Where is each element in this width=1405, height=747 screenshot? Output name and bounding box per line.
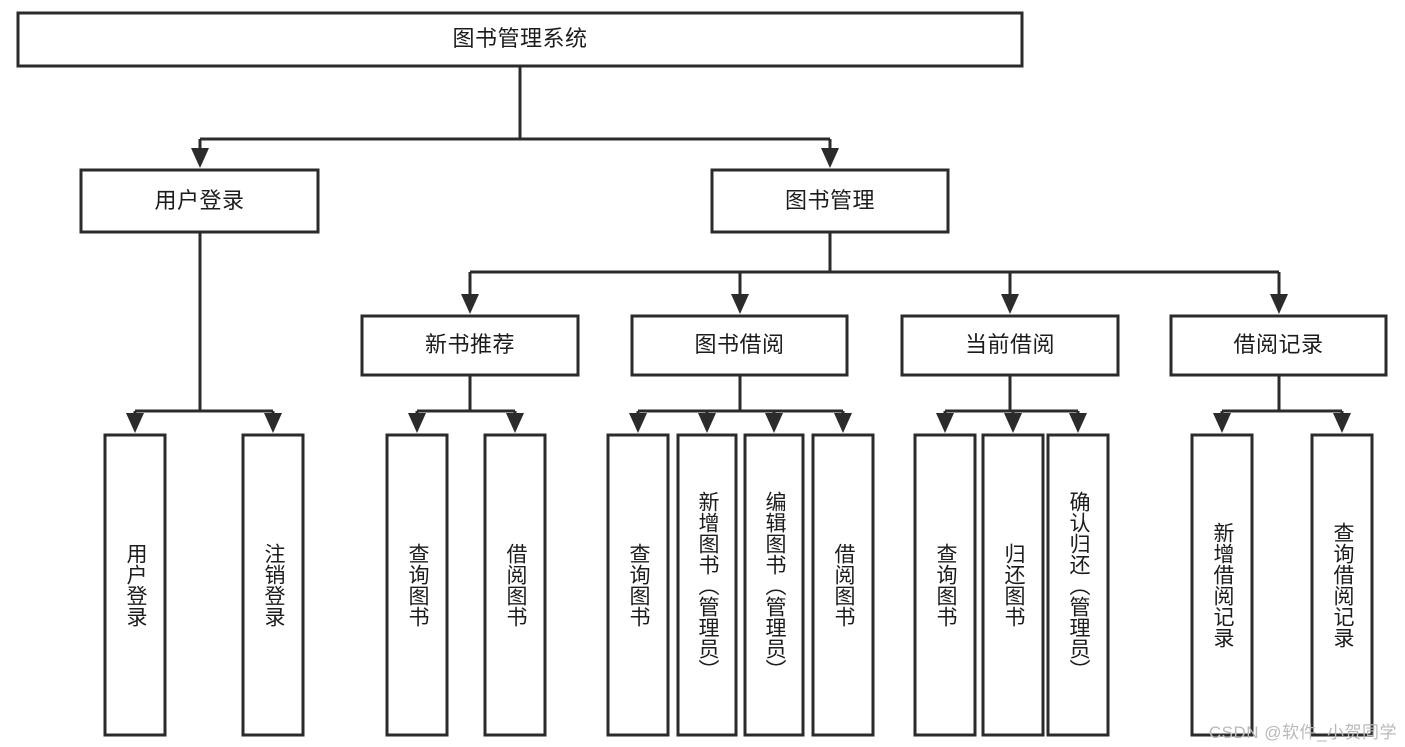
node-leaf-query-book-1[interactable] — [387, 435, 447, 735]
node-box-borrow-record[interactable] — [1169, 314, 1388, 377]
csdn-watermark: CSDN @软件_小贺同学 — [1208, 723, 1397, 742]
arrow-head-icon — [821, 148, 839, 168]
arrow-head-icon — [1001, 294, 1019, 314]
node-box-root[interactable] — [16, 11, 1024, 68]
node-box-leaf-query-book-3[interactable] — [913, 433, 977, 737]
node-box-book-manage[interactable] — [710, 168, 950, 234]
arrow-head-icon — [408, 413, 426, 433]
arrow-head-icon — [1333, 413, 1351, 433]
arrow-head-icon — [1069, 413, 1087, 433]
node-leaf-borrow-book-1[interactable] — [485, 435, 545, 735]
arrow-head-icon — [126, 413, 144, 433]
node-borrow-record[interactable] — [1171, 316, 1386, 375]
node-root[interactable] — [18, 13, 1022, 66]
node-box-leaf-add-record[interactable] — [1190, 433, 1254, 737]
arrow-head-icon — [191, 148, 209, 168]
node-box-leaf-return-book[interactable] — [981, 433, 1045, 737]
arrow-head-icon — [834, 413, 852, 433]
node-box-leaf-borrow-book-1[interactable] — [483, 433, 547, 737]
node-box-leaf-query-book-2[interactable] — [606, 433, 670, 737]
node-leaf-user-login[interactable] — [105, 435, 165, 735]
node-leaf-confirm-return[interactable] — [1048, 435, 1108, 735]
node-box-leaf-edit-book[interactable] — [743, 433, 805, 737]
node-box-new-book-rec[interactable] — [360, 314, 580, 377]
node-box-leaf-confirm-return[interactable] — [1046, 433, 1110, 737]
node-leaf-borrow-book-2[interactable] — [813, 435, 873, 735]
arrow-head-icon — [461, 294, 479, 314]
node-leaf-add-book[interactable] — [678, 435, 736, 735]
node-leaf-query-book-2[interactable] — [608, 435, 668, 735]
node-current-borrow[interactable] — [902, 316, 1118, 375]
node-leaf-user-logout[interactable] — [243, 435, 303, 735]
node-box-current-borrow[interactable] — [900, 314, 1120, 377]
node-user-login[interactable] — [81, 170, 318, 232]
node-leaf-query-record[interactable] — [1312, 435, 1372, 735]
arrow-head-icon — [1270, 294, 1288, 314]
arrow-head-icon — [1004, 413, 1022, 433]
node-box-leaf-query-book-1[interactable] — [385, 433, 449, 737]
node-new-book-rec[interactable] — [362, 316, 578, 375]
arrow-head-icon — [1213, 413, 1231, 433]
node-book-borrow[interactable] — [632, 316, 847, 375]
node-leaf-return-book[interactable] — [983, 435, 1043, 735]
node-box-leaf-user-login[interactable] — [103, 433, 167, 737]
arrow-head-icon — [765, 413, 783, 433]
arrow-head-icon — [936, 413, 954, 433]
node-box-leaf-borrow-book-2[interactable] — [811, 433, 875, 737]
arrow-head-icon — [506, 413, 524, 433]
node-leaf-query-book-3[interactable] — [915, 435, 975, 735]
node-box-leaf-user-logout[interactable] — [241, 433, 305, 737]
arrow-head-icon — [629, 413, 647, 433]
connector-layer — [126, 66, 1351, 433]
node-leaf-add-record[interactable] — [1192, 435, 1252, 735]
arrow-head-icon — [698, 413, 716, 433]
arrow-head-icon — [264, 413, 282, 433]
node-book-manage[interactable] — [712, 170, 948, 232]
arrow-head-icon — [731, 294, 749, 314]
node-leaf-edit-book[interactable] — [745, 435, 803, 735]
node-box-book-borrow[interactable] — [630, 314, 849, 377]
node-box-user-login[interactable] — [79, 168, 320, 234]
node-box-leaf-add-book[interactable] — [676, 433, 738, 737]
node-box-leaf-query-record[interactable] — [1310, 433, 1374, 737]
